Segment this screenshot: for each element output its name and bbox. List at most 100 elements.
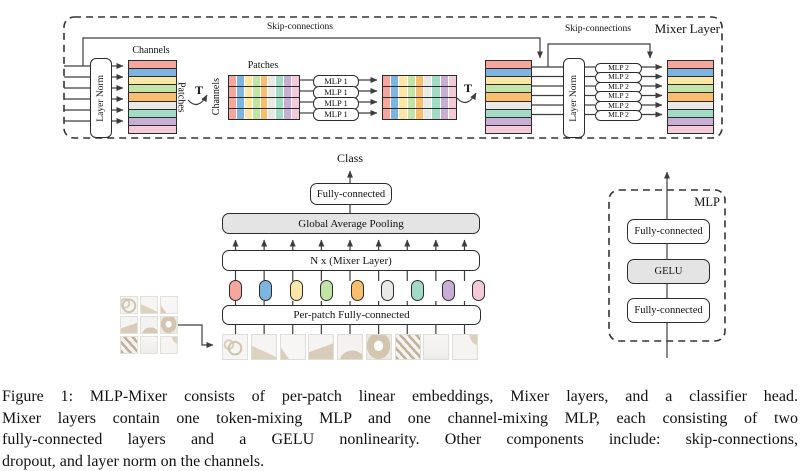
grid-patch — [139, 335, 159, 354]
patch-cell — [448, 87, 456, 97]
skip-connection-right — [547, 43, 653, 67]
patch-cell — [260, 87, 268, 97]
skip-connections-label-left: Skip-connections — [267, 22, 333, 32]
patch-cell — [424, 87, 432, 97]
patch-cell — [260, 76, 268, 86]
channel-row — [129, 101, 176, 109]
image-patch-row — [222, 334, 478, 360]
channels-table — [128, 60, 177, 134]
patch-cell — [229, 87, 236, 97]
patch-row — [383, 76, 456, 86]
channel-row — [668, 125, 713, 133]
image-patch — [222, 334, 248, 360]
channel-row — [486, 125, 531, 133]
channel-row — [129, 93, 176, 101]
patches-label-table1: Patches — [175, 81, 187, 113]
grid-patch — [159, 315, 178, 335]
layer-norm-box-right: Layer Norm — [563, 58, 585, 138]
patch-cell — [284, 98, 292, 108]
patch-cell — [432, 87, 440, 97]
patch-cell — [284, 76, 292, 86]
patch-cell — [236, 109, 244, 119]
patch-cell — [276, 87, 284, 97]
patch-cell — [383, 98, 391, 108]
patch-cell — [399, 98, 407, 108]
global-average-pooling-box: Global Average Pooling — [222, 213, 480, 234]
patch-cell — [260, 109, 268, 119]
patches-table-in — [228, 75, 300, 120]
patch-cell — [252, 98, 260, 108]
caption-line: Mixer layers contain one token-mixing ML… — [2, 409, 798, 427]
grid-patch — [120, 335, 139, 354]
patch-cell — [407, 98, 415, 108]
mlp2-box: MLP 2 — [595, 110, 642, 121]
patch-cell — [260, 98, 268, 108]
mixer-layer-dashed-box — [63, 16, 723, 139]
connector-wires — [63, 16, 726, 358]
grid-patch — [139, 315, 159, 335]
input-image-grid — [120, 296, 178, 354]
mixer-stack-box: N x (Mixer Layer) — [222, 250, 480, 271]
patch-cell — [424, 109, 432, 119]
patch-cell — [244, 87, 252, 97]
class-label: Class — [336, 151, 363, 165]
patch-cell — [415, 109, 424, 119]
patch-cell — [391, 87, 399, 97]
image-patch — [250, 334, 277, 360]
channel-row — [668, 93, 713, 101]
caption-line: fully-connected layers and a GELU nonlin… — [2, 431, 798, 448]
channel-row — [668, 61, 713, 69]
input-image-arrow — [178, 324, 214, 348]
channel-row — [486, 93, 531, 101]
patch-cell — [268, 87, 276, 97]
grid-patch — [159, 296, 178, 315]
transpose-arrow — [187, 94, 208, 106]
channel-row — [668, 85, 713, 93]
transpose-symbol-right: T — [463, 81, 472, 95]
patch-cell — [252, 87, 260, 97]
layer-norm-box-left: Layer Norm — [90, 58, 112, 138]
patch-cell — [244, 98, 252, 108]
patch-cell — [432, 98, 440, 108]
patch-row — [229, 109, 300, 119]
patch-row — [383, 87, 456, 97]
patch-cell — [448, 76, 456, 86]
channel-row — [668, 109, 713, 117]
patch-cell — [236, 98, 244, 108]
figure-caption: Figure 1: MLP-Mixer consists of per-patc… — [2, 386, 798, 471]
patch-cell — [229, 109, 236, 119]
patch-cell — [229, 76, 236, 86]
patch-cell — [236, 76, 244, 86]
patch-cell — [268, 98, 276, 108]
patch-cell — [407, 87, 415, 97]
token-pill — [229, 280, 242, 301]
channels-label-table2: Channels — [210, 77, 222, 116]
patch-cell — [292, 76, 300, 86]
patch-cell — [440, 109, 448, 119]
layer-norm-label-right: Layer Norm — [569, 74, 579, 122]
channel-row — [486, 101, 531, 109]
channel-row — [129, 61, 176, 69]
patch-cell — [284, 109, 292, 119]
channel-row — [129, 125, 176, 133]
mixer-layer-title: Mixer Layer — [654, 21, 720, 36]
patch-row — [383, 98, 456, 108]
mlp-block-title: MLP — [694, 195, 720, 209]
caption-line: Figure 1: MLP-Mixer consists of per-patc… — [2, 388, 798, 405]
patch-cell — [244, 76, 252, 86]
patch-row — [229, 76, 300, 86]
channel-row — [668, 69, 713, 77]
patch-cell — [399, 76, 407, 86]
patch-cell — [415, 98, 424, 108]
patch-cell — [448, 98, 456, 108]
mlp-fc-bottom-box: Fully-connected — [627, 298, 710, 323]
patches-table-out — [382, 75, 457, 120]
channels-label-table1: Channels — [132, 45, 170, 56]
head-fully-connected-box: Fully-connected — [310, 183, 392, 205]
channel-row — [129, 117, 176, 125]
patch-cell — [276, 76, 284, 86]
patch-cell — [424, 76, 432, 86]
patch-cell — [440, 87, 448, 97]
mlp1-box: MLP 1 — [313, 107, 359, 121]
